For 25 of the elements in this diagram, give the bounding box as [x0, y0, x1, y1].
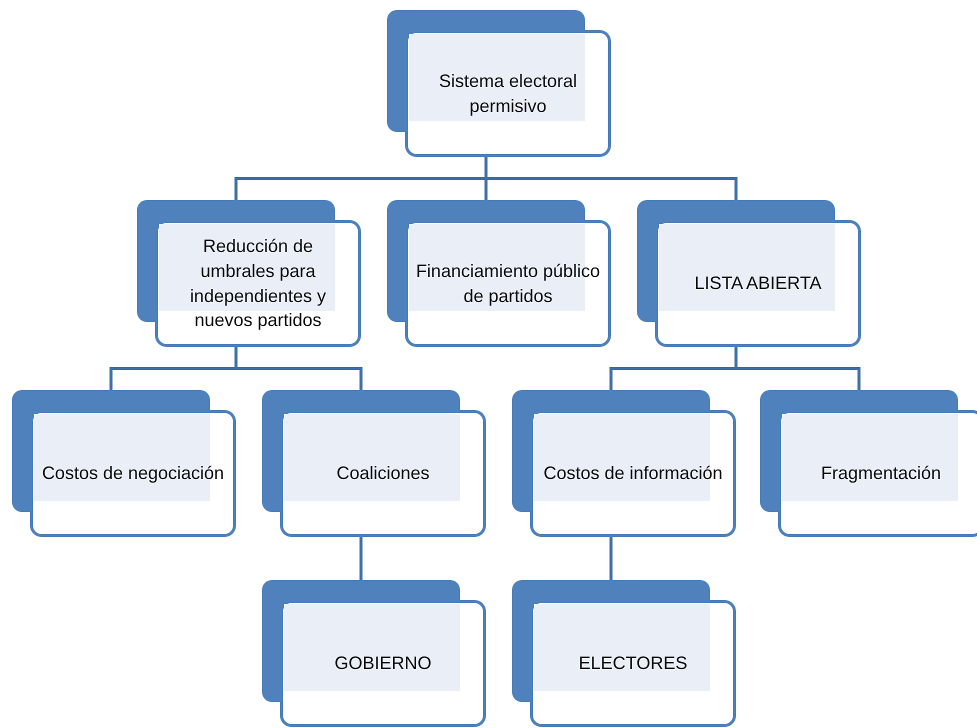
stacked-box [137, 200, 361, 347]
connector-line [360, 537, 362, 580]
connector-line [610, 537, 612, 580]
box-label: Sistema electoral permisivo [438, 70, 578, 118]
box-label: Costos de negociación [42, 462, 224, 486]
box-label: Reducción de umbrales para independientes y nuevos partidos [188, 234, 328, 332]
stacked-box [760, 390, 977, 537]
stacked-box [262, 390, 486, 537]
box-label: Costos de información [543, 462, 723, 486]
stacked-box [512, 580, 736, 727]
stacked-box [262, 580, 486, 727]
stacked-box [12, 390, 236, 537]
stacked-box [512, 390, 736, 537]
stacked-box [387, 200, 611, 347]
stacked-box [637, 200, 861, 347]
box-label: ELECTORES [578, 652, 688, 676]
box-label: Coaliciones [336, 462, 430, 486]
connector-line [484, 157, 738, 200]
connector-line [234, 347, 362, 390]
connector-line [734, 347, 860, 390]
box-label: LISTA ABIERTA [694, 272, 822, 296]
box-label: GOBIERNO [334, 652, 432, 676]
box-label: Fragmentación [820, 462, 942, 486]
box-label: Financiamiento público de partidos [415, 260, 601, 308]
stacked-box [387, 10, 611, 157]
